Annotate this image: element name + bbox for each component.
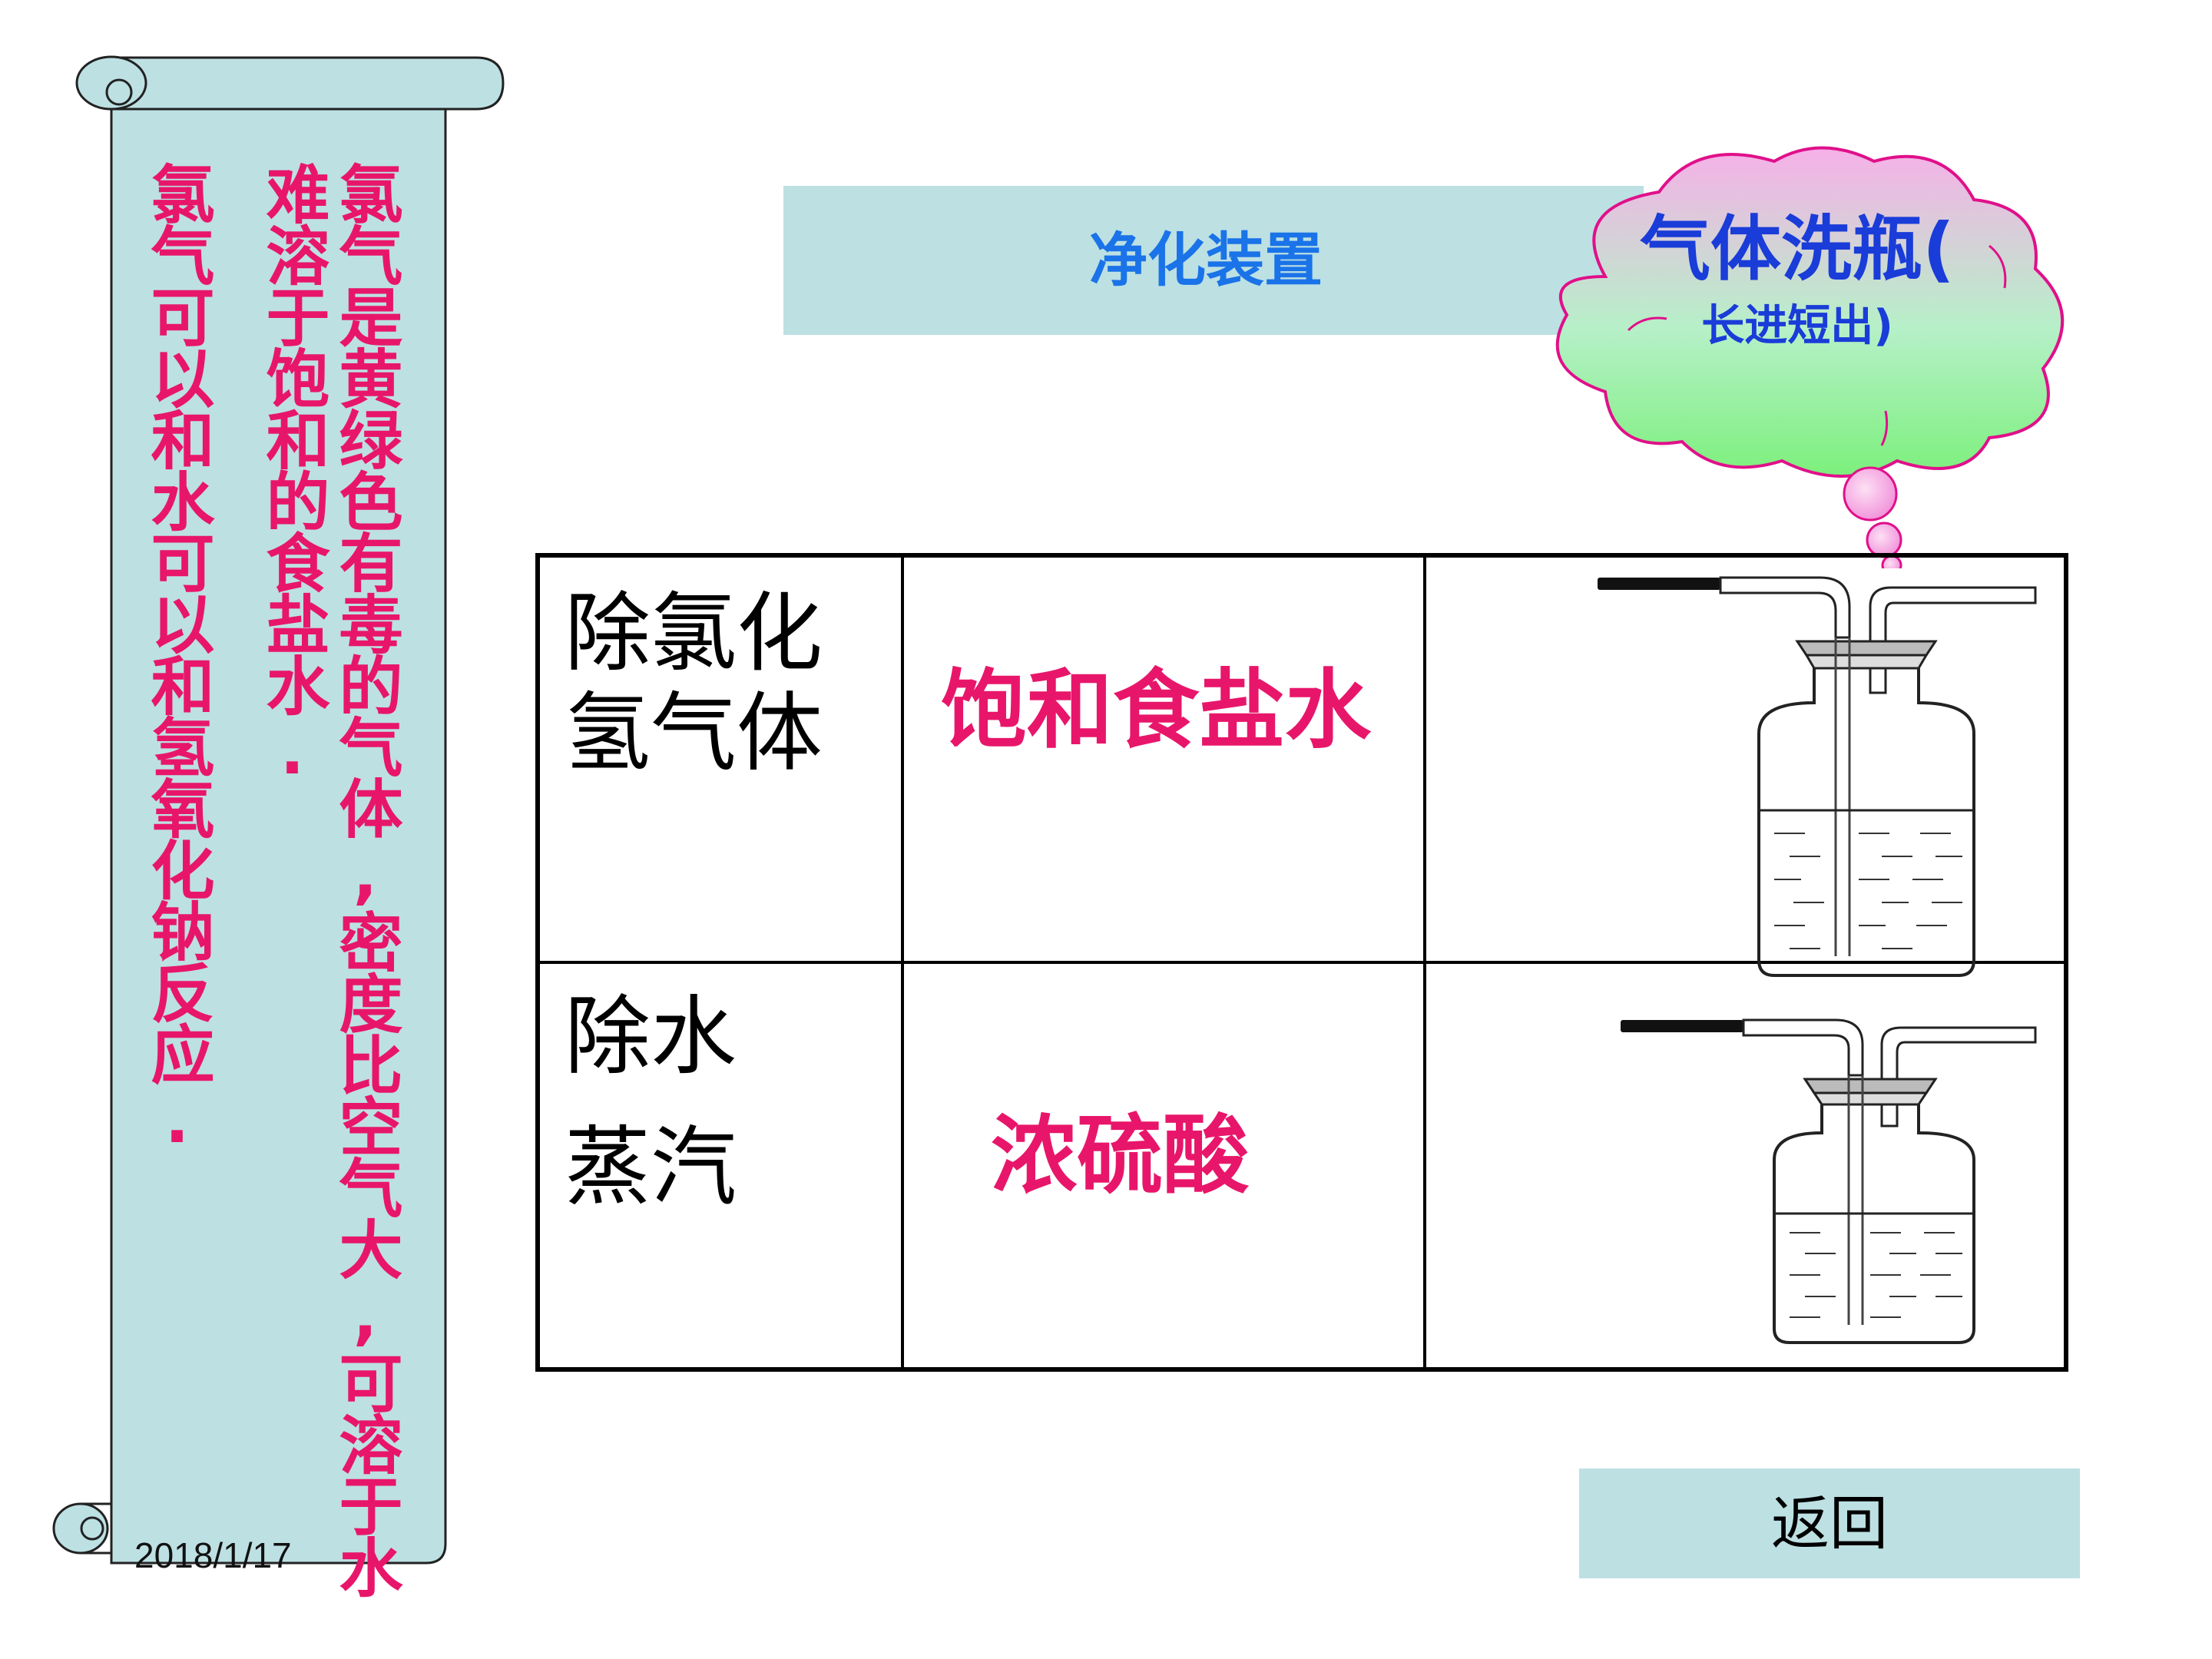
scroll-text-column-1: 氯气是黄绿色有毒的气体,密度比空气大,可溶于水 [328, 161, 402, 1596]
cloud-subtitle: 长进短出) [1701, 301, 1893, 351]
row2-purpose: 除水 蒸汽 [565, 987, 737, 1217]
row2-reagent: 浓硫酸 [991, 1106, 1249, 1206]
header-panel [783, 186, 1644, 335]
scroll-banner [52, 55, 505, 1565]
return-button[interactable]: 返回 [1579, 1469, 2080, 1578]
purification-table [535, 553, 2068, 1372]
cloud-title: 气体洗瓶( [1639, 208, 1955, 290]
header-title: 净化装置 [1089, 226, 1323, 294]
scroll-text-column-3: 氯气可以和水可以和氢氧化钠反应. [140, 161, 214, 1155]
row2-purpose-line1: 除水 [565, 987, 737, 1087]
row1-purpose: 除氯化 氢气体 [565, 584, 823, 783]
row2-purpose-line2: 蒸汽 [565, 1118, 737, 1217]
slide-date: 2018/1/17 [134, 1535, 292, 1575]
row1-reagent: 饱和食盐水 [941, 661, 1371, 760]
cloud-callout [1555, 146, 2065, 568]
gas-wash-bottle-icon [1621, 1018, 2037, 1344]
gas-wash-bottle-icon [1598, 576, 2037, 977]
scroll-text-column-2: 难溶于饱和的食盐水. [255, 161, 329, 786]
